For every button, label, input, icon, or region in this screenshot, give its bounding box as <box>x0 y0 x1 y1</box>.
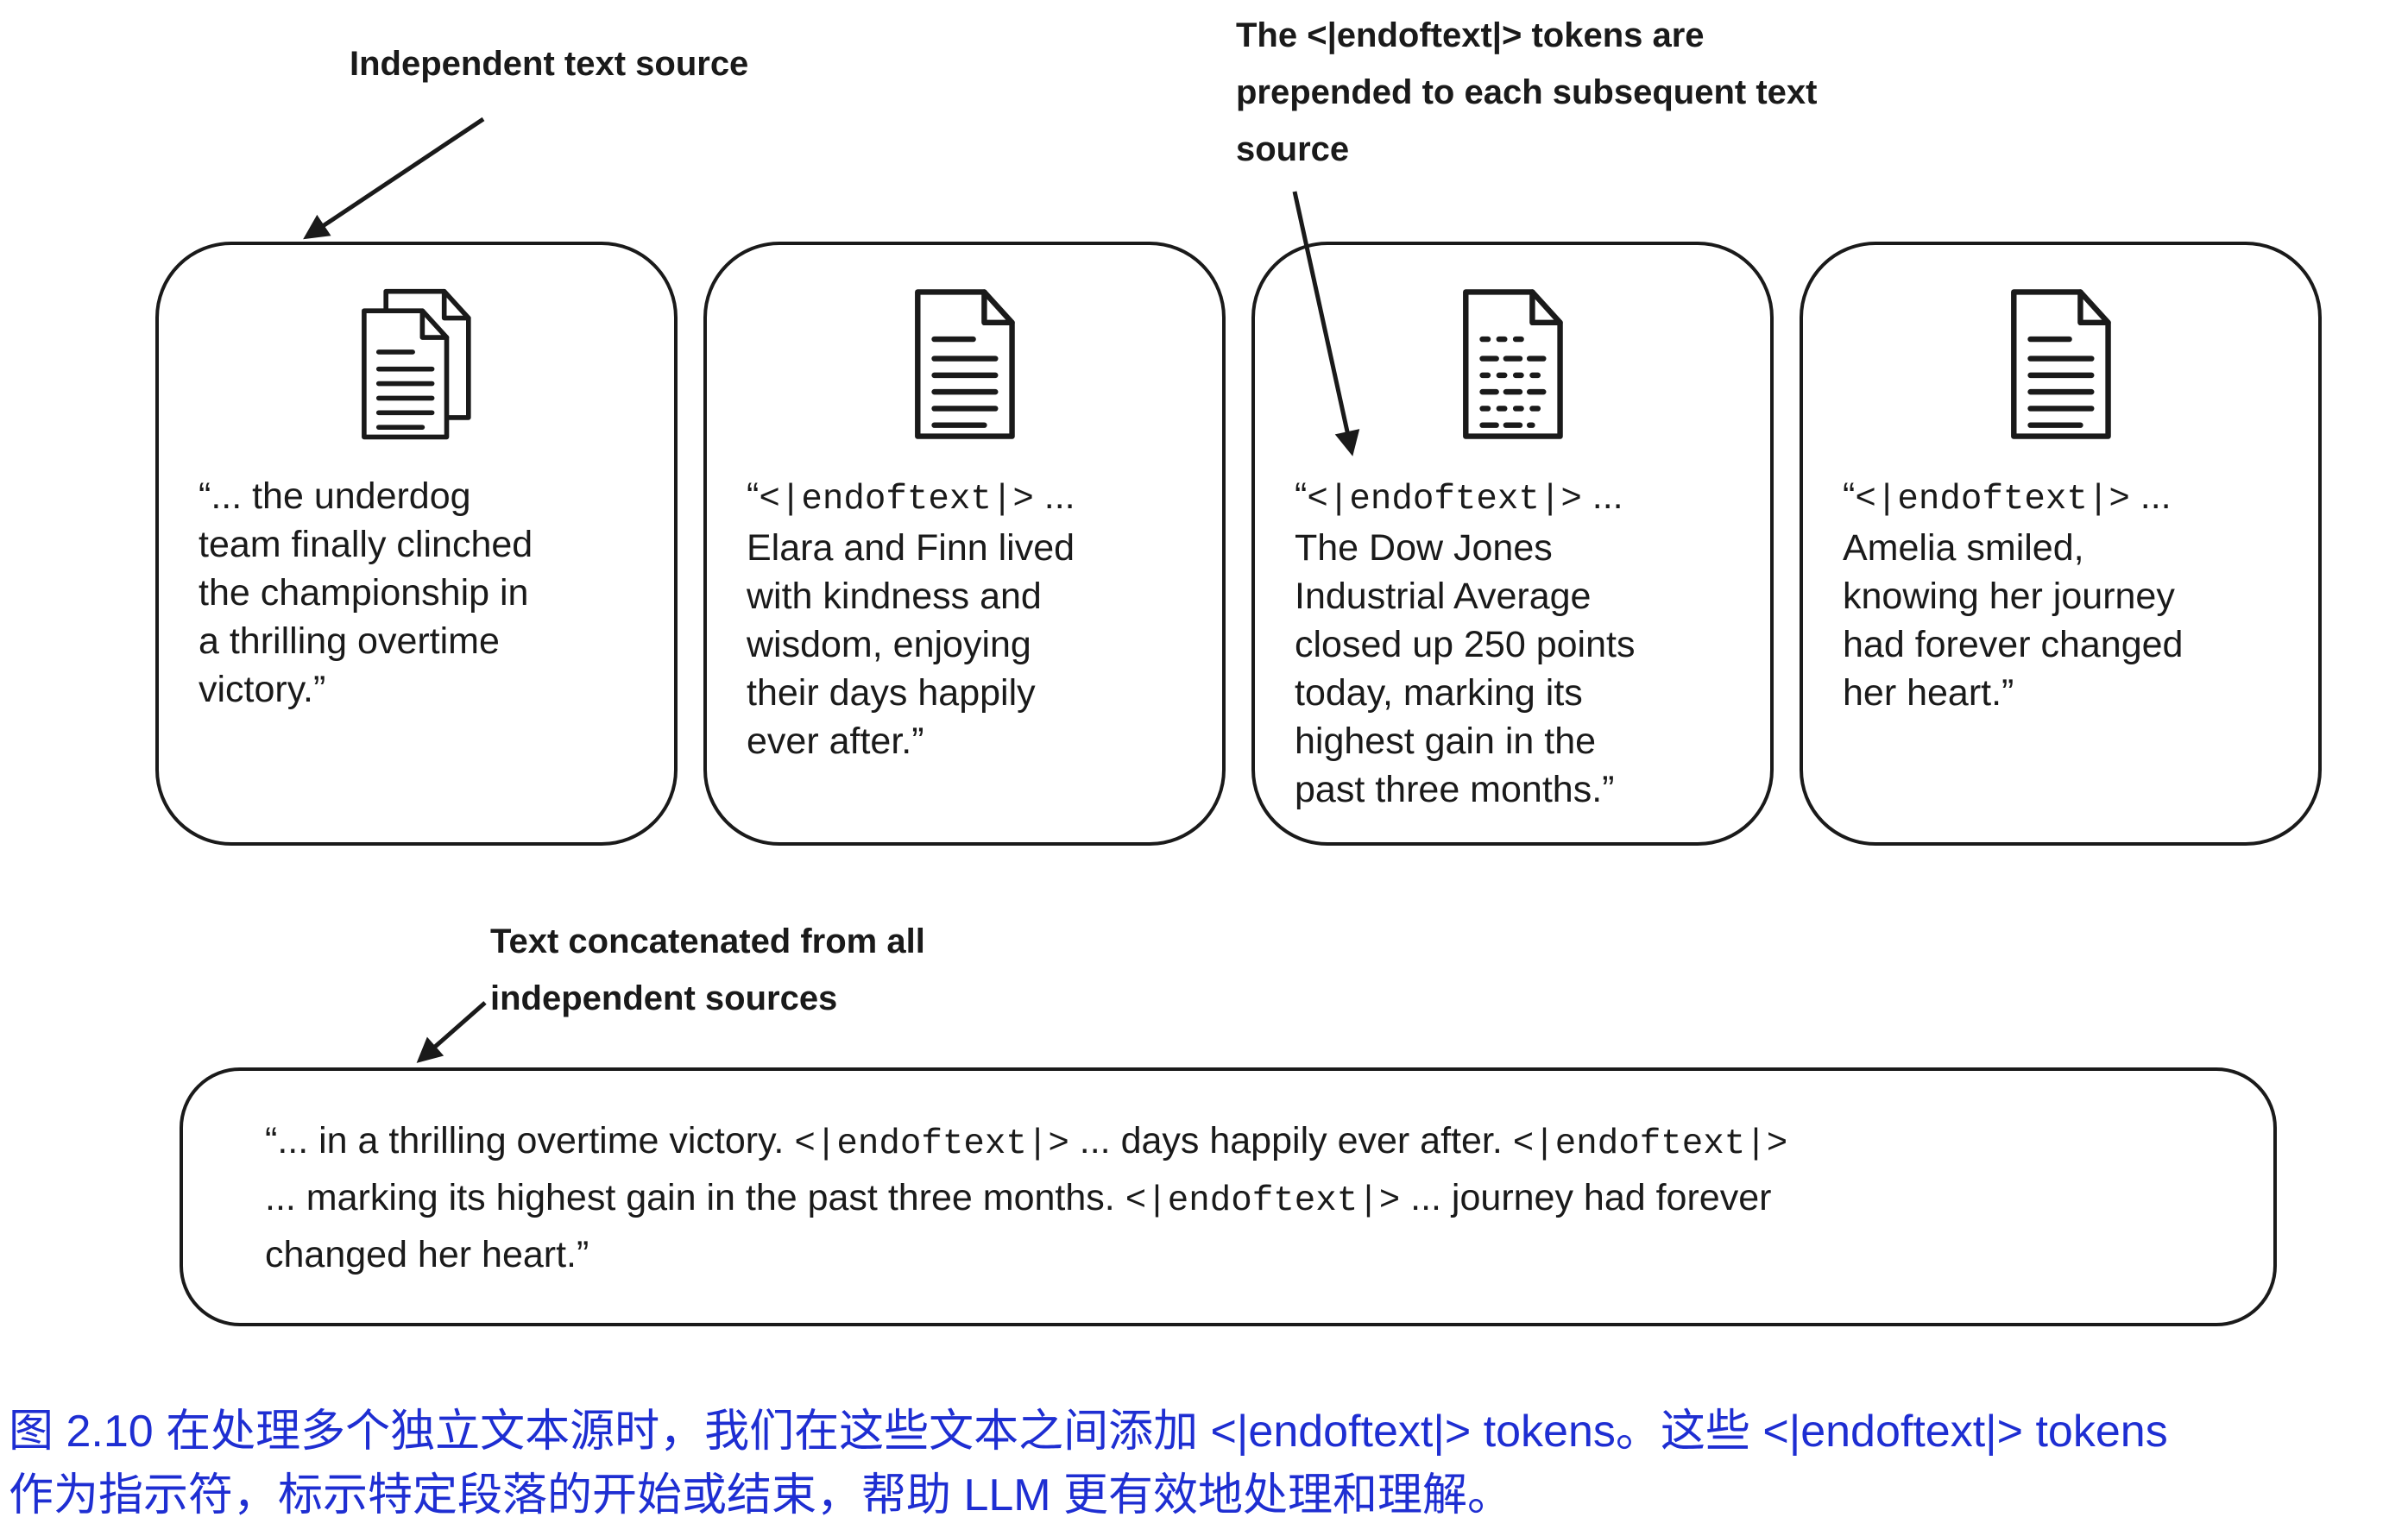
arrow-concatenated-text <box>416 1001 487 1063</box>
figure-caption: 图 2.10 在处理多个独立文本源时，我们在这些文本之间添加 <|endofte… <box>9 1400 2168 1527</box>
concatenated-text: “... in a thrilling overtime victory. <|… <box>265 1120 1788 1275</box>
annotation-text-concatenated-line2: independent sources <box>490 979 838 1017</box>
source-box-4: “<|endoftext|> ...Amelia smiled,knowing … <box>1800 242 2322 846</box>
source-box-4-text: “<|endoftext|> ...Amelia smiled,knowing … <box>1843 475 2184 714</box>
document-dashed-icon <box>1295 286 1730 455</box>
arrow-independent-source <box>303 116 485 240</box>
concatenated-text-box: “... in a thrilling overtime victory. <|… <box>180 1067 2277 1326</box>
annotation-text-concatenated: Text concatenated from all independent s… <box>490 913 925 1027</box>
annotation-independent-text-source: Independent text source <box>350 45 749 83</box>
annotation-text-concatenated-line1: Text concatenated from all <box>490 922 925 960</box>
figure-caption-line1: 图 2.10 在处理多个独立文本源时，我们在这些文本之间添加 <|endofte… <box>9 1407 2168 1457</box>
figure-caption-line2: 作为指示符，标示特定段落的开始或结束，帮助 LLM 更有效地处理和理解。 <box>9 1470 1513 1520</box>
document-icon <box>1843 286 2279 455</box>
annotation-endoftext-prepended: The <|endoftext|> tokens are prepended t… <box>1236 16 1818 168</box>
document-icon <box>747 286 1182 455</box>
double-document-icon <box>199 286 634 455</box>
